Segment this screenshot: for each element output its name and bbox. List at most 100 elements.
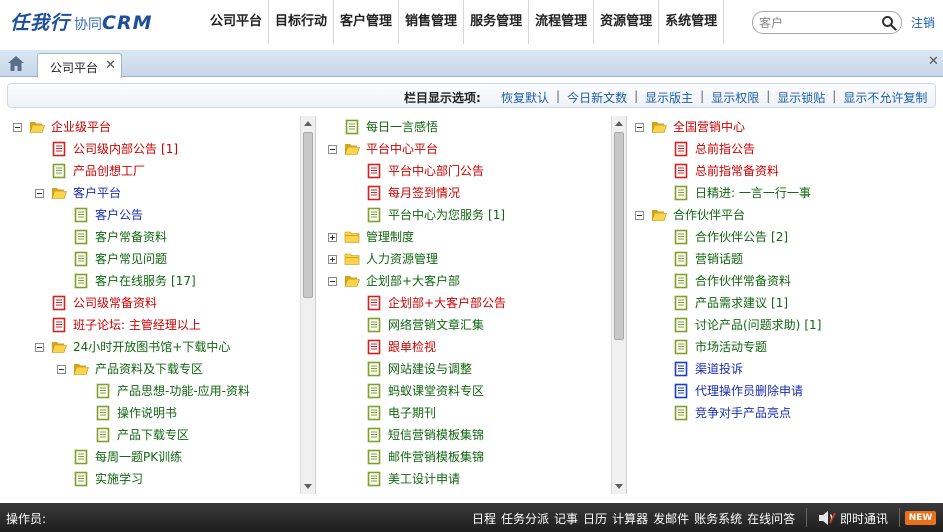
- quick-link-calendar[interactable]: 日历: [583, 512, 608, 526]
- option-show-moderator[interactable]: 显示版主: [645, 91, 694, 105]
- tree-node-label[interactable]: 总前指公告: [695, 141, 755, 157]
- quick-link-calculator[interactable]: 计算器: [612, 512, 649, 526]
- tree-leaf-node[interactable]: 公司级内部公告[1]: [7, 140, 297, 158]
- tree-leaf-node[interactable]: 产品思想-功能-应用-资料: [7, 382, 297, 400]
- tree-leaf-node[interactable]: 操作说明书: [7, 404, 297, 422]
- tree-node-label[interactable]: 客户常见问题: [95, 251, 167, 267]
- tree-node-label[interactable]: 实施学习: [95, 471, 143, 487]
- tree-node-label[interactable]: 每日一言感悟: [366, 119, 438, 135]
- tree-leaf-node[interactable]: 邮件营销模板集锦: [322, 448, 612, 466]
- tree-folder-node[interactable]: 合作伙伴平台: [629, 206, 919, 224]
- tree-node-label[interactable]: 蚂蚁课堂资料专区: [388, 383, 484, 399]
- close-all-tabs-icon[interactable]: ✕: [928, 54, 939, 69]
- tree-node-label[interactable]: 平台中心为您服务[1]: [388, 207, 505, 223]
- tree-node-label[interactable]: 24小时开放图书馆+下载中心: [73, 339, 230, 355]
- instant-messaging-link[interactable]: 即时通讯: [840, 512, 889, 526]
- scroll-down-icon[interactable]: [615, 484, 623, 489]
- nav-item-service-management[interactable]: 服务管理: [464, 0, 530, 44]
- tree-node-label[interactable]: 班子论坛: 主管经理以上: [73, 317, 201, 333]
- tree-leaf-node[interactable]: 平台中心为您服务[1]: [322, 206, 612, 224]
- expand-toggle-icon[interactable]: [328, 255, 337, 264]
- tree-node-label[interactable]: 产品下载专区: [117, 427, 189, 443]
- tree-node-label[interactable]: 产品资料及下载专区: [95, 361, 203, 377]
- tree-leaf-node[interactable]: 每周一题PK训练: [7, 448, 297, 466]
- tree-leaf-node[interactable]: 网络营销文章汇集: [322, 316, 612, 334]
- tree-node-label[interactable]: 客户平台: [73, 185, 121, 201]
- collapse-toggle-icon[interactable]: [57, 365, 66, 374]
- tree-folder-node[interactable]: 企业级平台: [7, 118, 297, 136]
- tree-leaf-node[interactable]: 跟单检视: [322, 338, 612, 356]
- tree-node-label[interactable]: 公司级内部公告[1]: [73, 141, 178, 157]
- tree-node-label[interactable]: 平台中心平台: [366, 141, 438, 157]
- tree-leaf-node[interactable]: 企划部+大客户部公告: [322, 294, 612, 312]
- tree-folder-node[interactable]: 企划部+大客户部: [322, 272, 612, 290]
- tree-node-label[interactable]: 日精进: 一言一行一事: [695, 185, 811, 201]
- option-show-locked[interactable]: 显示锁贴: [777, 91, 826, 105]
- scroll-thumb[interactable]: [303, 132, 313, 298]
- tree-folder-node[interactable]: 平台中心平台: [322, 140, 612, 158]
- search-input[interactable]: [759, 14, 877, 31]
- tree-leaf-node[interactable]: 蚂蚁课堂资料专区: [322, 382, 612, 400]
- tree-leaf-node[interactable]: 公司级常备资料: [7, 294, 297, 312]
- collapse-toggle-icon[interactable]: [635, 211, 644, 220]
- vertical-scrollbar[interactable]: [300, 116, 315, 494]
- tree-leaf-node[interactable]: 讨论产品(问题求助)[1]: [629, 316, 919, 334]
- tree-node-label[interactable]: 企划部+大客户部: [366, 273, 460, 289]
- tree-node-label[interactable]: 短信营销模板集锦: [388, 427, 484, 443]
- vertical-scrollbar[interactable]: [611, 116, 626, 494]
- collapse-toggle-icon[interactable]: [635, 123, 644, 132]
- tree-folder-node[interactable]: 全国营销中心: [629, 118, 919, 136]
- tree-folder-node[interactable]: 24小时开放图书馆+下载中心: [7, 338, 297, 356]
- nav-item-company-platform[interactable]: 公司平台: [206, 0, 270, 44]
- search-icon[interactable]: [881, 15, 897, 31]
- tree-node-label[interactable]: 产品需求建议[1]: [695, 295, 788, 311]
- tree-leaf-node[interactable]: 网站建设与调整: [322, 360, 612, 378]
- tree-node-label[interactable]: 产品创想工厂: [73, 163, 145, 179]
- logout-link[interactable]: 注销: [911, 16, 936, 30]
- tree-leaf-node[interactable]: 客户常见问题: [7, 250, 297, 268]
- option-show-permission[interactable]: 显示权限: [711, 91, 760, 105]
- tab-company-platform[interactable]: 公司平台 ✕: [37, 53, 122, 78]
- tree-node-label[interactable]: 管理制度: [366, 229, 414, 245]
- tree-node-label[interactable]: 企划部+大客户部公告: [388, 295, 506, 311]
- nav-item-customer-management[interactable]: 客户管理: [334, 0, 400, 44]
- tree-folder-node[interactable]: 管理制度: [322, 228, 612, 246]
- tree-node-label[interactable]: 公司级常备资料: [73, 295, 157, 311]
- tree-leaf-node[interactable]: 产品创想工厂: [7, 162, 297, 180]
- tree-node-label[interactable]: 企业级平台: [51, 119, 111, 135]
- tree-node-label[interactable]: 邮件营销模板集锦: [388, 449, 484, 465]
- tree-leaf-node[interactable]: 每月签到情况: [322, 184, 612, 202]
- app-logo[interactable]: 任我行 协同 CRM: [10, 8, 153, 34]
- tree-leaf-node[interactable]: 产品需求建议[1]: [629, 294, 919, 312]
- tree-node-label[interactable]: 平台中心部门公告: [388, 163, 484, 179]
- nav-item-goal-action[interactable]: 目标行动: [269, 0, 335, 44]
- quick-link-notes[interactable]: 记事: [554, 512, 579, 526]
- tree-node-label[interactable]: 人力资源管理: [366, 251, 438, 267]
- expand-toggle-icon[interactable]: [328, 233, 337, 242]
- tree-leaf-node[interactable]: 短信营销模板集锦: [322, 426, 612, 444]
- quick-link-schedule[interactable]: 日程: [472, 512, 497, 526]
- tree-folder-node[interactable]: 产品资料及下载专区: [7, 360, 297, 378]
- quick-link-accounting[interactable]: 账务系统: [694, 512, 743, 526]
- tree-node-label[interactable]: 合作伙伴常备资料: [695, 273, 791, 289]
- nav-item-sales-management[interactable]: 销售管理: [399, 0, 465, 44]
- tree-leaf-node[interactable]: 代理操作员删除申请: [629, 382, 919, 400]
- scroll-up-icon[interactable]: [615, 121, 623, 126]
- tree-node-label[interactable]: 客户在线服务[17]: [95, 273, 196, 289]
- tree-leaf-node[interactable]: 总前指公告: [629, 140, 919, 158]
- tree-node-label[interactable]: 代理操作员删除申请: [695, 383, 803, 399]
- collapse-toggle-icon[interactable]: [35, 343, 44, 352]
- tree-leaf-node[interactable]: 客户常备资料: [7, 228, 297, 246]
- quick-link-online-qa[interactable]: 在线问答: [747, 512, 796, 526]
- tree-node-label[interactable]: 市场活动专题: [695, 339, 767, 355]
- tree-leaf-node[interactable]: 电子期刊: [322, 404, 612, 422]
- tree-leaf-node[interactable]: 实施学习: [7, 470, 297, 488]
- tree-node-label[interactable]: 竞争对手产品亮点: [695, 405, 791, 421]
- tree-folder-node[interactable]: 人力资源管理: [322, 250, 612, 268]
- tree-leaf-node[interactable]: 美工设计申请: [322, 470, 612, 488]
- tree-node-label[interactable]: 网站建设与调整: [388, 361, 472, 377]
- quick-link-task-assign[interactable]: 任务分派: [501, 512, 550, 526]
- tree-leaf-node[interactable]: 客户在线服务[17]: [7, 272, 297, 290]
- tree-node-label[interactable]: 合作伙伴平台: [673, 207, 745, 223]
- option-show-no-copy[interactable]: 显示不允许复制: [843, 91, 928, 105]
